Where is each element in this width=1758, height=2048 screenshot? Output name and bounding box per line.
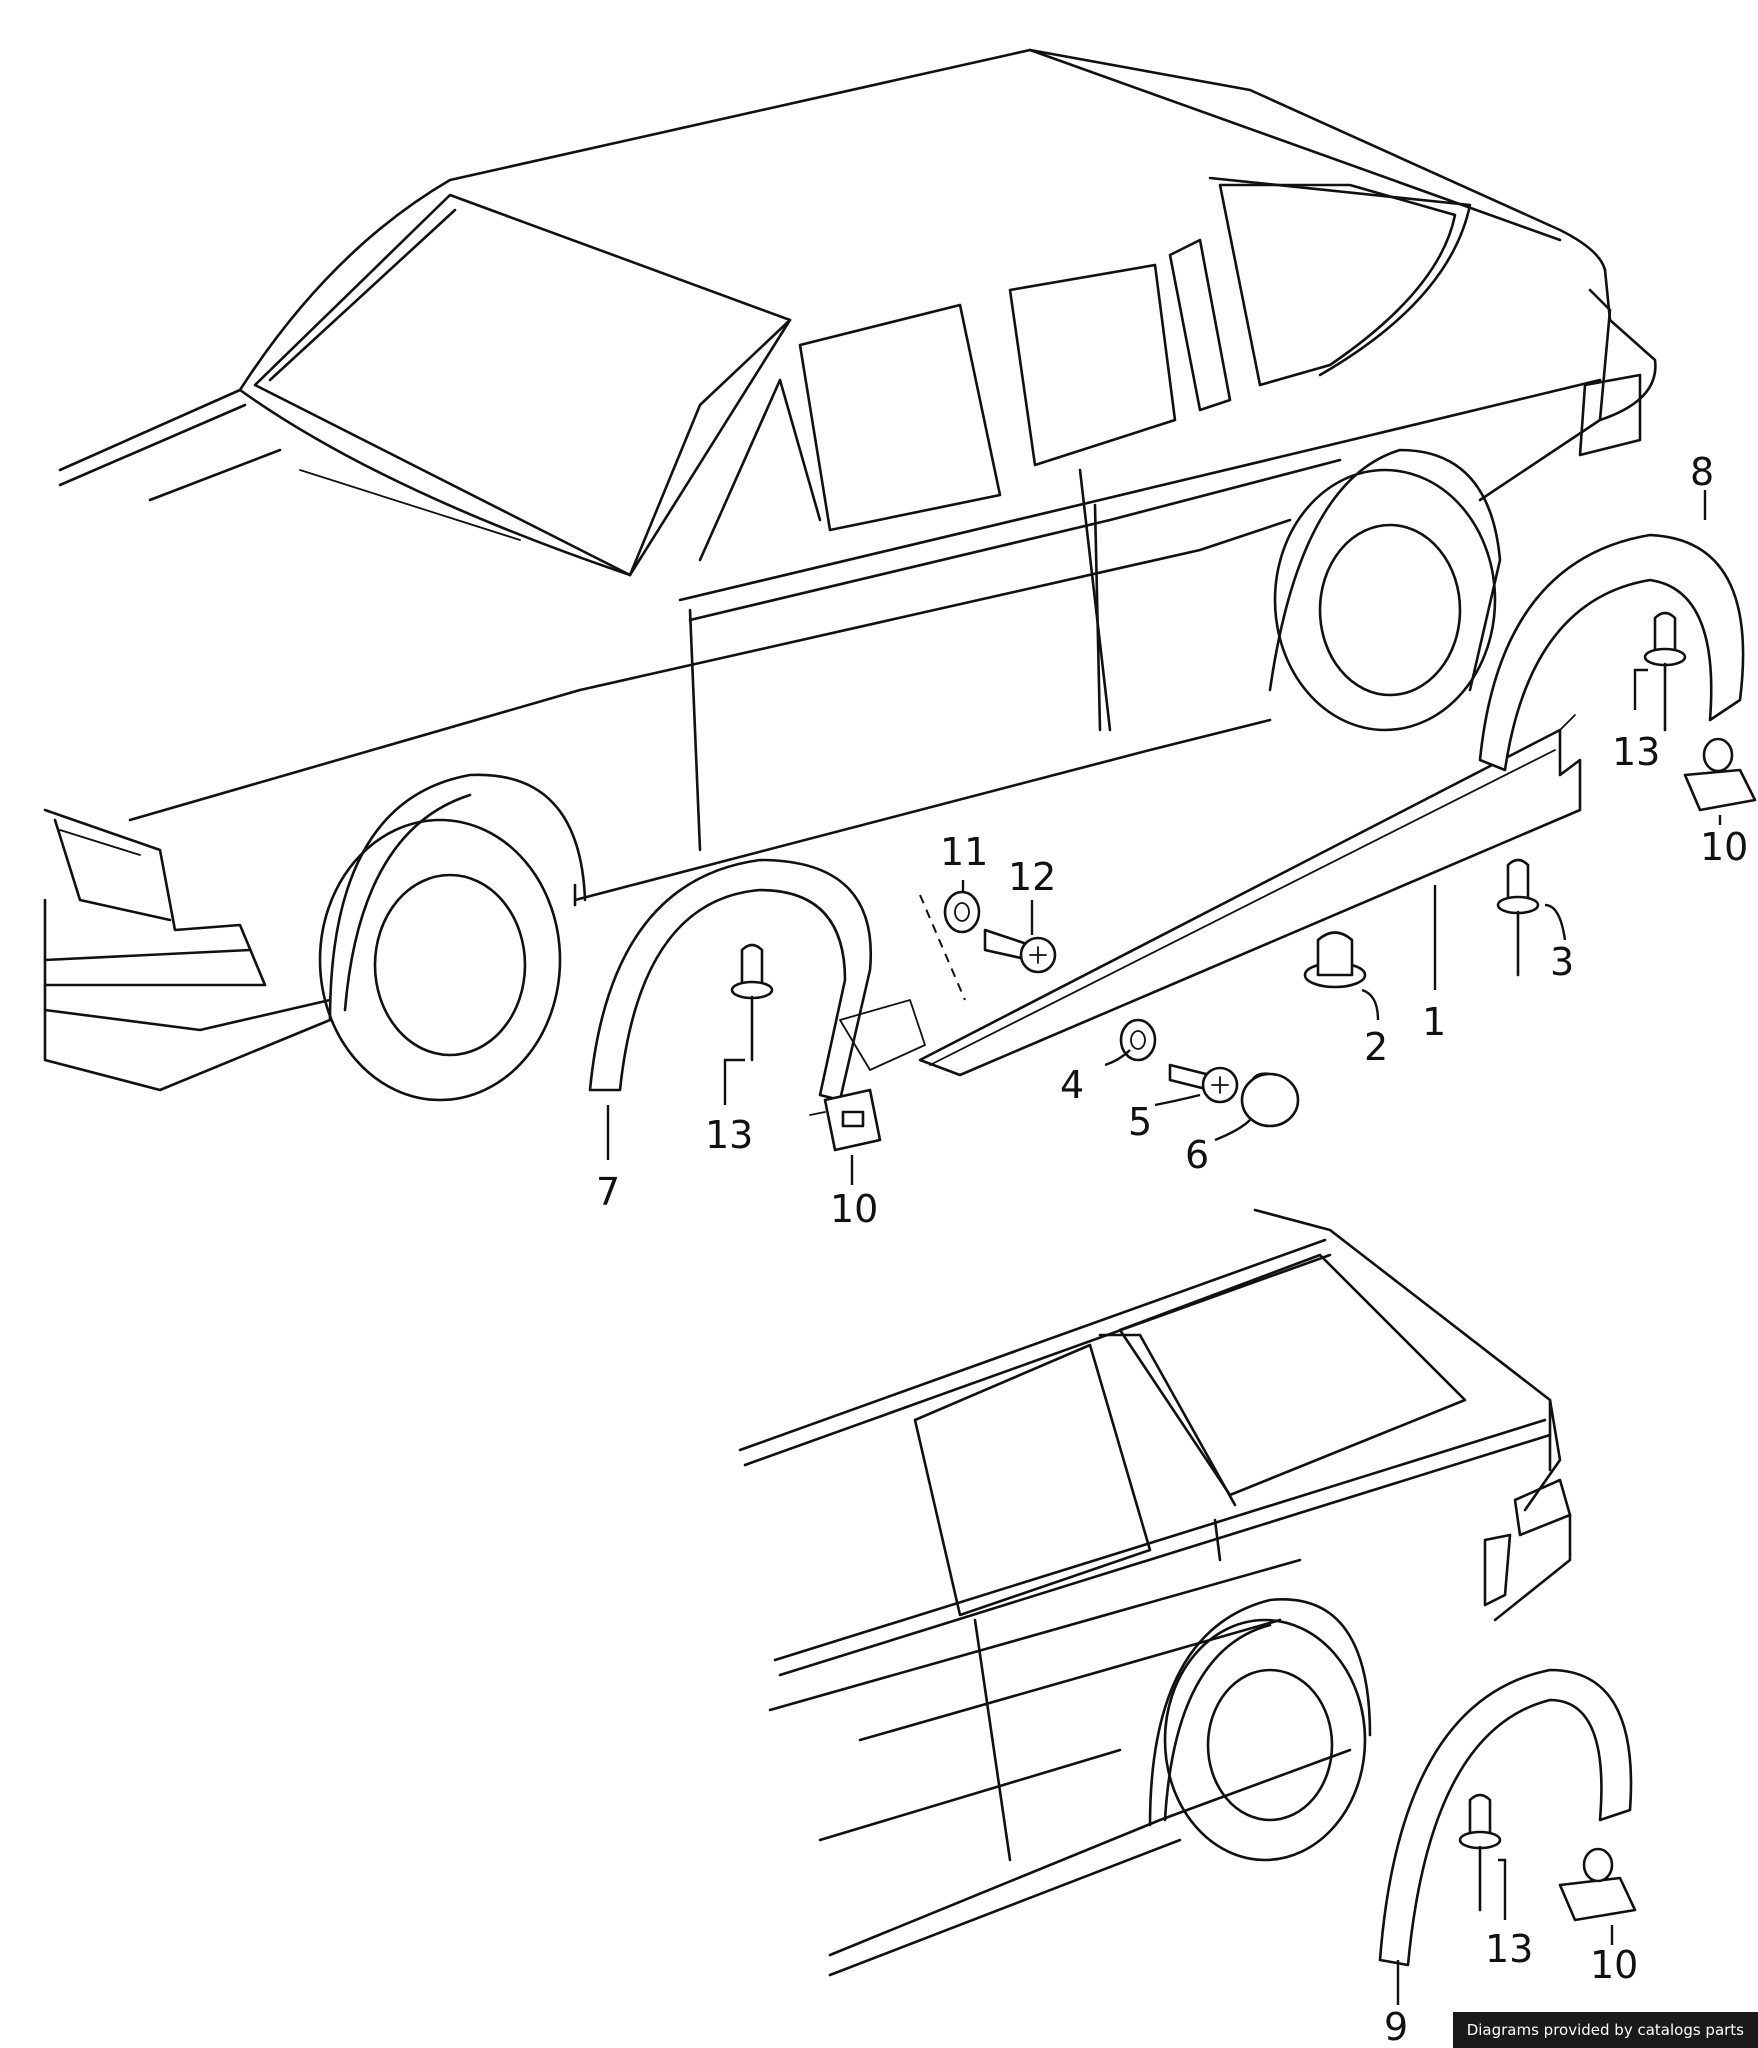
callout-10-rear: 10 xyxy=(1700,825,1748,869)
callout-11: 11 xyxy=(940,830,988,874)
part-8-rear-arch-trim xyxy=(1478,533,1745,772)
callout-8: 8 xyxy=(1690,450,1714,494)
fastening-guide xyxy=(919,894,966,1001)
callout-10-estate: 10 xyxy=(1590,1943,1638,1987)
part-10-clip-rear xyxy=(1683,737,1757,812)
callout-10-front: 10 xyxy=(830,1187,878,1231)
callout-4: 4 xyxy=(1060,1063,1084,1107)
callout-7: 7 xyxy=(596,1170,620,1214)
part-5-screw xyxy=(1168,1063,1239,1104)
callout-13-estate: 13 xyxy=(1485,1927,1533,1971)
callout-13-rear: 13 xyxy=(1612,730,1660,774)
callout-6: 6 xyxy=(1185,1133,1209,1177)
parts-group-bottom xyxy=(1378,1668,1637,1967)
part-2-nut xyxy=(1303,931,1367,989)
part-12-screw xyxy=(983,928,1057,974)
part-13-rivet-estate xyxy=(1458,1793,1502,1912)
part-13-rivet-front xyxy=(730,943,774,1062)
callout-12: 12 xyxy=(1008,855,1056,899)
parts-group-top xyxy=(588,533,1757,1152)
part-10-clip-front xyxy=(809,1088,882,1152)
part-9-rear-arch-trim xyxy=(1378,1668,1633,1967)
callout-1: 1 xyxy=(1422,1000,1446,1044)
part-10-clip-estate xyxy=(1558,1847,1637,1922)
part-3-rivet xyxy=(1496,858,1540,977)
part-6-cap xyxy=(1240,1072,1300,1128)
part-1-sill-trim xyxy=(918,728,1582,1077)
part-11-washer xyxy=(943,890,981,934)
part-13-rivet-rear xyxy=(1643,611,1687,732)
callout-2: 2 xyxy=(1364,1025,1388,1069)
leader-lines xyxy=(606,490,1722,2005)
estate-outline xyxy=(738,1208,1572,1977)
callout-5: 5 xyxy=(1128,1100,1152,1144)
sedan-outline xyxy=(43,48,1657,1102)
callout-13-front: 13 xyxy=(705,1113,753,1157)
part-7-front-arch-trim xyxy=(588,858,873,1102)
credit-banner: Diagrams provided by catalogs parts xyxy=(1452,2012,1758,2048)
callout-labels: 1 2 3 4 5 6 7 8 9 10 10 10 11 12 13 13 1… xyxy=(596,450,1748,2048)
callout-9: 9 xyxy=(1384,2005,1408,2048)
callout-3: 3 xyxy=(1550,940,1574,984)
